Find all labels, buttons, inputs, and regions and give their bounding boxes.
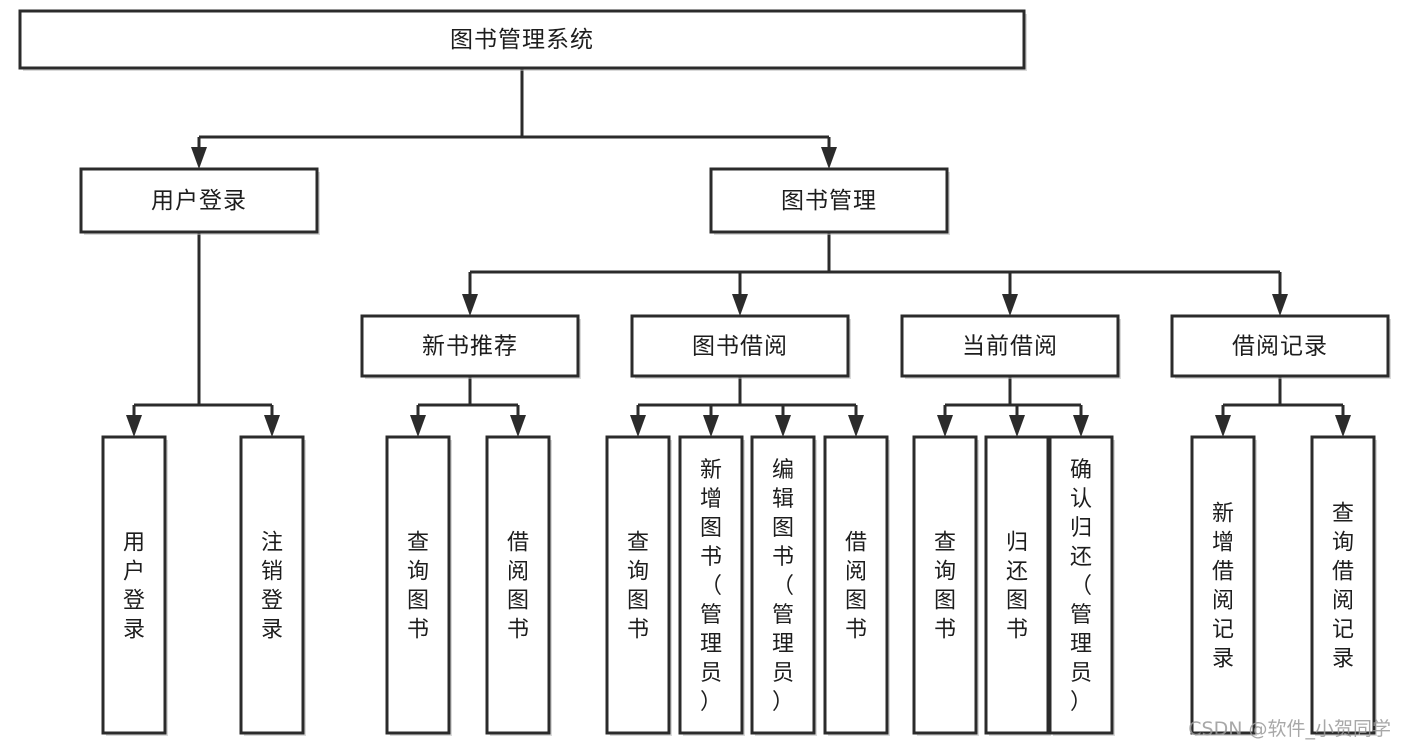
node-box[interactable]: [1310, 435, 1376, 735]
node-leaf-borrow-book-rec[interactable]: 借阅图书: [485, 435, 552, 736]
node-leaf-add-record[interactable]: 新增借阅记录: [1190, 435, 1257, 736]
node-label: 借阅记录: [1232, 334, 1328, 360]
connector-new-book-rec: [410, 376, 526, 437]
node-box[interactable]: [1190, 435, 1256, 735]
node-leaf-query-book-borrow[interactable]: 查询图书: [605, 435, 672, 736]
node-box[interactable]: [900, 314, 1120, 378]
node-label: 借阅图书: [845, 531, 867, 643]
node-box[interactable]: [823, 435, 889, 735]
node-label: 查询图书: [627, 531, 649, 643]
node-box[interactable]: [18, 9, 1026, 70]
connector-current-borrow: [937, 376, 1089, 437]
node-box[interactable]: [1170, 314, 1390, 378]
node-book-manage[interactable]: 图书管理: [709, 167, 950, 235]
node-layer: 图书管理系统用户登录图书管理新书推荐图书借阅当前借阅借阅记录用户登录注销登录查询…: [18, 9, 1391, 736]
node-label: 新增借阅记录: [1212, 502, 1234, 672]
arrow-head-icon: [191, 147, 207, 169]
arrow-head-icon: [462, 294, 478, 316]
connector-root: [191, 68, 837, 169]
arrow-head-icon: [1009, 415, 1025, 437]
node-root[interactable]: 图书管理系统: [18, 9, 1027, 71]
node-box[interactable]: [709, 167, 949, 234]
node-label: 确认归还（管理员）: [1070, 458, 1092, 715]
connector-book-borrow: [630, 376, 864, 437]
arrow-head-icon: [848, 415, 864, 437]
arrow-head-icon: [821, 147, 837, 169]
node-box[interactable]: [605, 435, 671, 735]
arrow-head-icon: [775, 415, 791, 437]
node-label: 图书管理系统: [450, 27, 594, 53]
node-leaf-return-book[interactable]: 归还图书: [984, 435, 1051, 736]
node-leaf-logout[interactable]: 注销登录: [239, 435, 306, 736]
node-box[interactable]: [678, 435, 744, 735]
arrow-head-icon: [1002, 294, 1018, 316]
node-box[interactable]: [630, 314, 850, 378]
node-leaf-add-book[interactable]: 新增图书（管理员）: [678, 435, 745, 736]
node-label: 查询借阅记录: [1332, 502, 1354, 672]
connector-book-manage: [462, 232, 1288, 316]
node-box[interactable]: [385, 435, 451, 735]
node-box[interactable]: [984, 435, 1050, 735]
node-box[interactable]: [912, 435, 978, 735]
node-leaf-query-book-rec[interactable]: 查询图书: [385, 435, 452, 736]
node-label: 用户登录: [151, 188, 247, 214]
arrow-head-icon: [510, 415, 526, 437]
connector-borrow-record: [1215, 376, 1351, 437]
node-leaf-user-login[interactable]: 用户登录: [101, 435, 168, 736]
arrow-head-icon: [937, 415, 953, 437]
node-book-borrow[interactable]: 图书借阅: [630, 314, 851, 379]
node-label: 查询图书: [934, 531, 956, 643]
node-label: 查询图书: [407, 531, 429, 643]
node-box[interactable]: [750, 435, 816, 735]
node-label: 新增图书（管理员）: [700, 458, 722, 715]
node-label: 编辑图书（管理员）: [772, 458, 794, 715]
node-current-borrow[interactable]: 当前借阅: [900, 314, 1121, 379]
arrow-head-icon: [1272, 294, 1288, 316]
arrow-head-icon: [410, 415, 426, 437]
node-label: 当前借阅: [962, 334, 1058, 360]
arrow-head-icon: [630, 415, 646, 437]
node-box[interactable]: [1048, 435, 1114, 735]
arrow-head-icon: [732, 294, 748, 316]
arrow-head-icon: [126, 415, 142, 437]
arrow-head-icon: [703, 415, 719, 437]
node-label: 注销登录: [261, 531, 283, 643]
node-label: 用户登录: [123, 531, 145, 643]
connector-layer: [126, 68, 1351, 437]
arrow-head-icon: [1335, 415, 1351, 437]
arrow-head-icon: [1215, 415, 1231, 437]
node-label: 归还图书: [1006, 531, 1028, 643]
arrow-head-icon: [264, 415, 280, 437]
node-leaf-edit-book[interactable]: 编辑图书（管理员）: [750, 435, 817, 736]
node-box[interactable]: [360, 314, 580, 378]
node-label: 图书借阅: [692, 334, 788, 360]
node-label: 图书管理: [781, 188, 877, 214]
node-label: 借阅图书: [507, 531, 529, 643]
node-borrow-record[interactable]: 借阅记录: [1170, 314, 1391, 379]
connector-user-login: [126, 232, 280, 437]
arrow-head-icon: [1073, 415, 1089, 437]
node-label: 新书推荐: [422, 334, 518, 360]
node-new-book-rec[interactable]: 新书推荐: [360, 314, 581, 379]
node-leaf-confirm-return[interactable]: 确认归还（管理员）: [1048, 435, 1115, 736]
node-box[interactable]: [101, 435, 167, 735]
node-leaf-query-book-cur[interactable]: 查询图书: [912, 435, 979, 736]
node-leaf-query-record[interactable]: 查询借阅记录: [1310, 435, 1377, 736]
node-user-login[interactable]: 用户登录: [79, 167, 320, 235]
node-box[interactable]: [79, 167, 319, 234]
node-leaf-borrow-book[interactable]: 借阅图书: [823, 435, 890, 736]
node-box[interactable]: [485, 435, 551, 735]
node-box[interactable]: [239, 435, 305, 735]
